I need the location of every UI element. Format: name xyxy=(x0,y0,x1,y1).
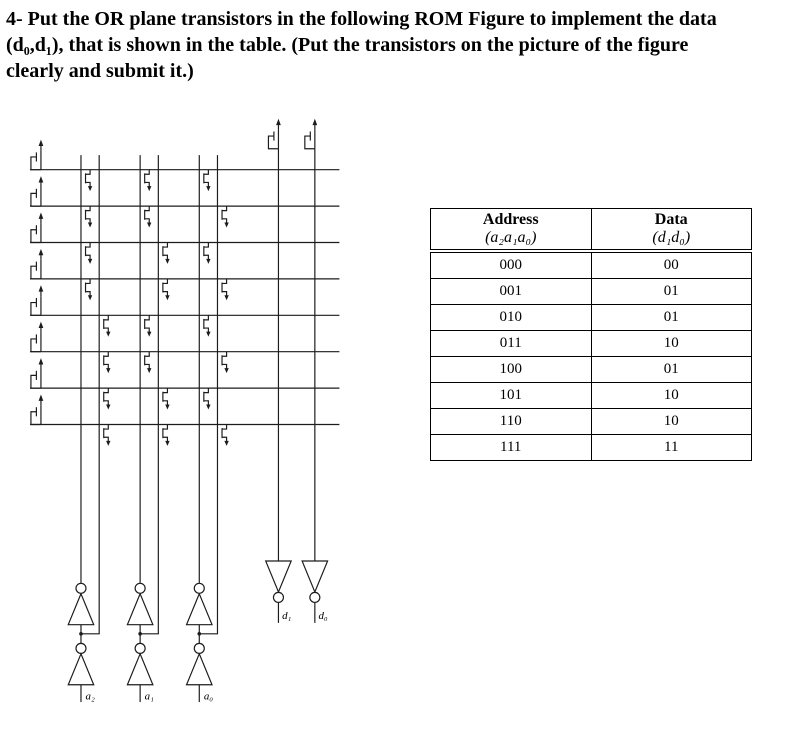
address-cell: 011 xyxy=(430,330,592,357)
data-cell: 10 xyxy=(590,382,752,409)
address-complement-line xyxy=(140,155,159,635)
address-header-title: Address xyxy=(482,211,539,228)
and-plane-transistor xyxy=(144,314,153,338)
row-pullup-transistor xyxy=(30,357,44,389)
and-plane-transistor xyxy=(203,387,212,411)
table-row: 001 01 xyxy=(430,278,752,305)
data-header: Data (d₁d₀) xyxy=(590,208,752,253)
word-lines-group xyxy=(30,139,340,426)
and-plane-transistor xyxy=(84,205,93,229)
address-cell: 111 xyxy=(430,434,592,461)
input-buffer-a2: a₂ xyxy=(67,582,95,702)
data-cell: 11 xyxy=(590,434,752,461)
or-plane-bitlines xyxy=(267,118,318,561)
table-row: 101 10 xyxy=(430,382,752,409)
and-plane-transistor xyxy=(203,241,212,265)
bitline-pullup-transistor xyxy=(267,118,282,150)
row-pullup-transistor xyxy=(30,284,44,316)
row-pullup-transistor xyxy=(30,393,44,426)
and-plane-transistor xyxy=(144,205,153,229)
row-pullup-transistor xyxy=(30,211,44,244)
address-cell: 110 xyxy=(430,408,592,435)
bitline-pullup-transistor xyxy=(304,118,318,150)
table-row: 110 10 xyxy=(430,408,752,435)
table-row: 111 11 xyxy=(430,434,752,461)
row-pullup-transistor xyxy=(30,139,44,171)
inverter xyxy=(301,560,329,603)
row-pullup-transistor xyxy=(30,175,44,207)
output-inverter-d1: d₁ xyxy=(265,560,292,623)
data-cell: 01 xyxy=(590,304,752,331)
row-pullup-transistor xyxy=(30,321,44,353)
address-data-table: Address (a₂a₁a₀) Data (d₁d₀) 000 00 001 … xyxy=(430,208,752,461)
inverter xyxy=(265,560,292,603)
address-cell: 001 xyxy=(430,278,592,305)
and-plane-columns xyxy=(79,155,219,636)
and-plane-transistor xyxy=(203,169,212,192)
table-row: 010 01 xyxy=(430,304,752,331)
and-plane-transistor xyxy=(203,314,212,338)
and-plane-transistor xyxy=(221,278,230,301)
address-cell: 000 xyxy=(430,250,592,279)
data-cell: 10 xyxy=(590,408,752,435)
and-plane-transistor xyxy=(144,169,153,192)
and-plane-transistor xyxy=(84,278,93,301)
and-plane-transistor xyxy=(103,351,112,374)
input-buffer-a0: a₀ xyxy=(185,582,213,702)
data-header-title: Data xyxy=(654,211,688,228)
and-plane-transistor xyxy=(103,314,112,338)
address-complement-line xyxy=(199,155,219,635)
table-row: 011 10 xyxy=(430,330,752,357)
address-cell: 010 xyxy=(430,304,592,331)
and-plane-transistor xyxy=(103,423,112,447)
data-header-vars: (d₁d₀) xyxy=(652,229,691,246)
rom-figure: a₂ a₁ a₀ d₁ xyxy=(10,106,374,718)
address-header-vars: (a₂a₁a₀) xyxy=(485,229,537,246)
table-row: 100 01 xyxy=(430,356,752,383)
address-cell: 100 xyxy=(430,356,592,383)
and-plane-transistor xyxy=(221,351,230,374)
and-plane-transistor xyxy=(144,351,153,374)
inverter xyxy=(126,582,154,626)
question-title: 4- Put the OR plane transistors in the f… xyxy=(6,8,717,82)
inverter xyxy=(185,582,213,626)
and-plane-transistor xyxy=(162,387,171,411)
and-plane-transistor xyxy=(84,169,93,192)
and-plane-transistor xyxy=(162,241,171,265)
and-plane-transistor xyxy=(162,423,171,447)
address-header: Address (a₂a₁a₀) xyxy=(430,208,592,253)
output-label-d1: d₁ xyxy=(282,610,291,622)
table-row: 000 00 xyxy=(430,250,752,279)
data-cell: 01 xyxy=(590,278,752,305)
rom-circuit-diagram: a₂ a₁ a₀ d₁ xyxy=(30,118,340,702)
table-header-row: Address (a₂a₁a₀) Data (d₁d₀) xyxy=(430,208,752,253)
inverter xyxy=(126,642,154,686)
data-cell: 10 xyxy=(590,330,752,357)
address-cell: 101 xyxy=(430,382,592,409)
inverter xyxy=(67,642,95,686)
output-inverter-d0: d₀ xyxy=(301,560,329,623)
inverter xyxy=(67,582,95,626)
input-label-a0: a₀ xyxy=(204,690,213,702)
input-buffer-a1: a₁ xyxy=(126,582,154,702)
and-plane-transistor xyxy=(162,278,171,301)
and-plane-transistors xyxy=(84,169,230,447)
row-pullup-transistor xyxy=(30,248,44,280)
and-plane-transistor xyxy=(84,241,93,265)
and-plane-transistor xyxy=(103,387,112,411)
address-complement-line xyxy=(80,155,100,635)
inverter xyxy=(185,642,213,686)
input-label-a1: a₁ xyxy=(145,690,154,702)
and-plane-transistor xyxy=(221,205,230,229)
and-plane-transistor xyxy=(221,423,230,447)
input-label-a2: a₂ xyxy=(86,690,95,702)
output-label-d0: d₀ xyxy=(318,610,327,622)
data-cell: 00 xyxy=(590,250,752,279)
data-cell: 01 xyxy=(590,356,752,383)
